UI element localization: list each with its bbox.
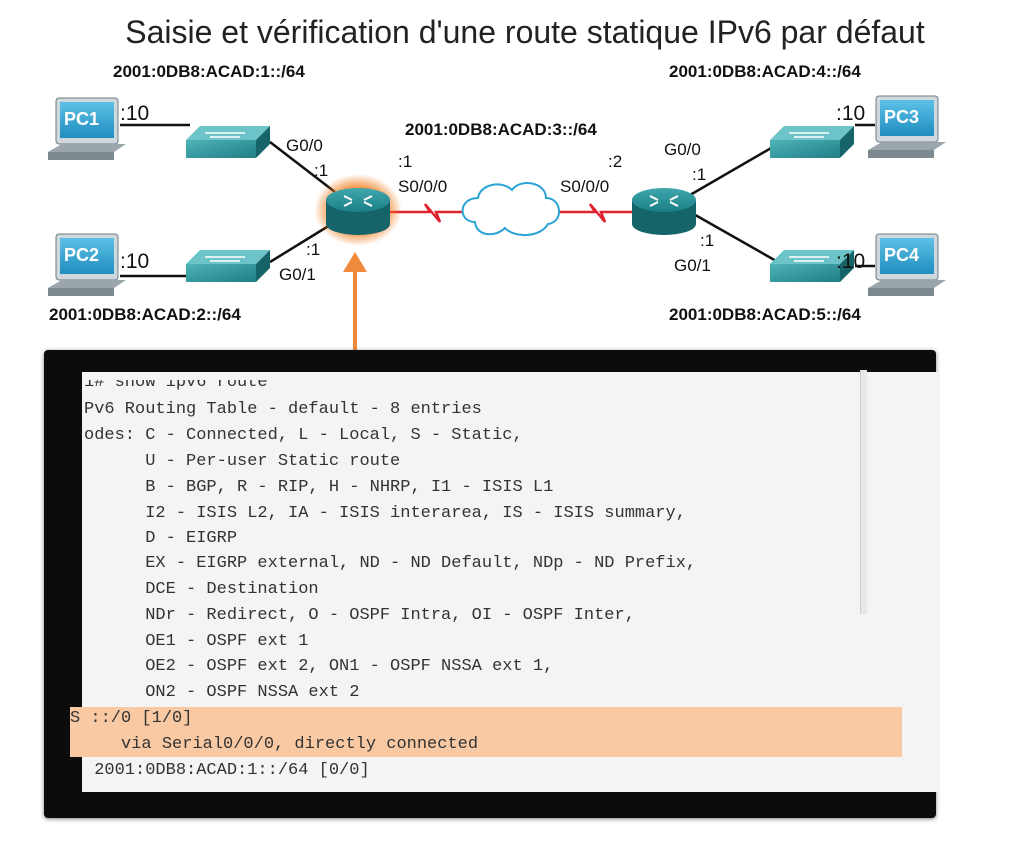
pc3-address: :10 [836,102,866,125]
pc2-address: :10 [120,250,150,273]
r1-s000-addr: :1 [398,152,413,171]
r1-g01-name: G0/1 [279,265,316,284]
pc3-label: PC3 [884,107,920,127]
terminal-highlight-line: S ::/0 [1/0] [70,709,193,728]
r2-s000-name: S0/0/0 [560,177,610,196]
terminal-scrollbar[interactable] [860,370,867,614]
terminal-line: 1# show ipv6 route [84,373,268,392]
network-label-lan5: 2001:0DB8:ACAD:5::/64 [669,305,861,324]
pc-icon [48,233,126,296]
terminal-highlight-line: via Serial0/0/0, directly connected [70,735,479,754]
topology-diagram [48,95,946,352]
pc4-label: PC4 [884,245,920,265]
terminal-line: ON2 - OSPF NSSA ext 2 [84,683,360,702]
terminal-line: Pv6 Routing Table - default - 8 entries [84,400,482,419]
default-route-highlight [70,707,902,757]
terminal-line: OE2 - OSPF ext 2, ON1 - OSPF NSSA ext 1, [84,657,554,676]
pc-icon [48,97,126,160]
terminal-line: 2001:0DB8:ACAD:1::/64 [0/0] [84,761,370,780]
network-label-lan1: 2001:0DB8:ACAD:1::/64 [113,62,305,81]
switch-icon [186,250,270,282]
r2-g00-name: G0/0 [664,140,701,159]
r1-g01-addr: :1 [306,240,321,259]
r1-s000-name: S0/0/0 [398,177,448,196]
pc1-address: :10 [120,102,150,125]
pc4-address: :10 [836,250,866,273]
router-r2-icon [632,188,696,235]
terminal-line: OE1 - OSPF ext 1 [84,632,309,651]
terminal-line: EX - EIGRP external, ND - ND Default, ND… [84,554,697,573]
terminal-line: DCE - Destination [84,580,319,599]
r2-g01-name: G0/1 [674,256,711,275]
pc-icon [868,233,946,296]
network-label-wan: 2001:0DB8:ACAD:3::/64 [405,120,597,139]
switch-icon [770,250,854,282]
ethernet-links [120,123,875,278]
terminal-line: U - Per-user Static route [84,452,401,471]
terminal-line: NDr - Redirect, O - OSPF Intra, OI - OSP… [84,606,635,625]
serial-link-right [555,203,640,223]
network-label-lan4: 2001:0DB8:ACAD:4::/64 [669,62,861,81]
pc2-label: PC2 [64,245,100,265]
r2-s000-addr: :2 [608,152,623,171]
pointer-arrow-icon [343,252,367,352]
r1-g00-addr: :1 [314,161,329,180]
terminal-line: odes: C - Connected, L - Local, S - Stat… [84,426,523,445]
serial-link-left [388,203,470,223]
terminal-line: I2 - ISIS L2, IA - ISIS interarea, IS - … [84,504,686,523]
wan-cloud-icon [461,182,560,236]
switch-icon [770,126,854,158]
pc-icon [868,95,946,158]
r1-g00-name: G0/0 [286,136,323,155]
terminal-line: D - EIGRP [84,529,238,548]
pc1-label: PC1 [64,109,100,129]
terminal-line: B - BGP, R - RIP, H - NHRP, I1 - ISIS L1 [84,478,554,497]
diagram-title: Saisie et vérification d'une route stati… [125,14,925,50]
r2-g00-addr: :1 [692,165,707,184]
switch-icon [186,126,270,158]
router-r1-icon [314,174,402,246]
r2-g01-addr: :1 [700,231,715,250]
network-label-lan2: 2001:0DB8:ACAD:2::/64 [49,305,241,324]
